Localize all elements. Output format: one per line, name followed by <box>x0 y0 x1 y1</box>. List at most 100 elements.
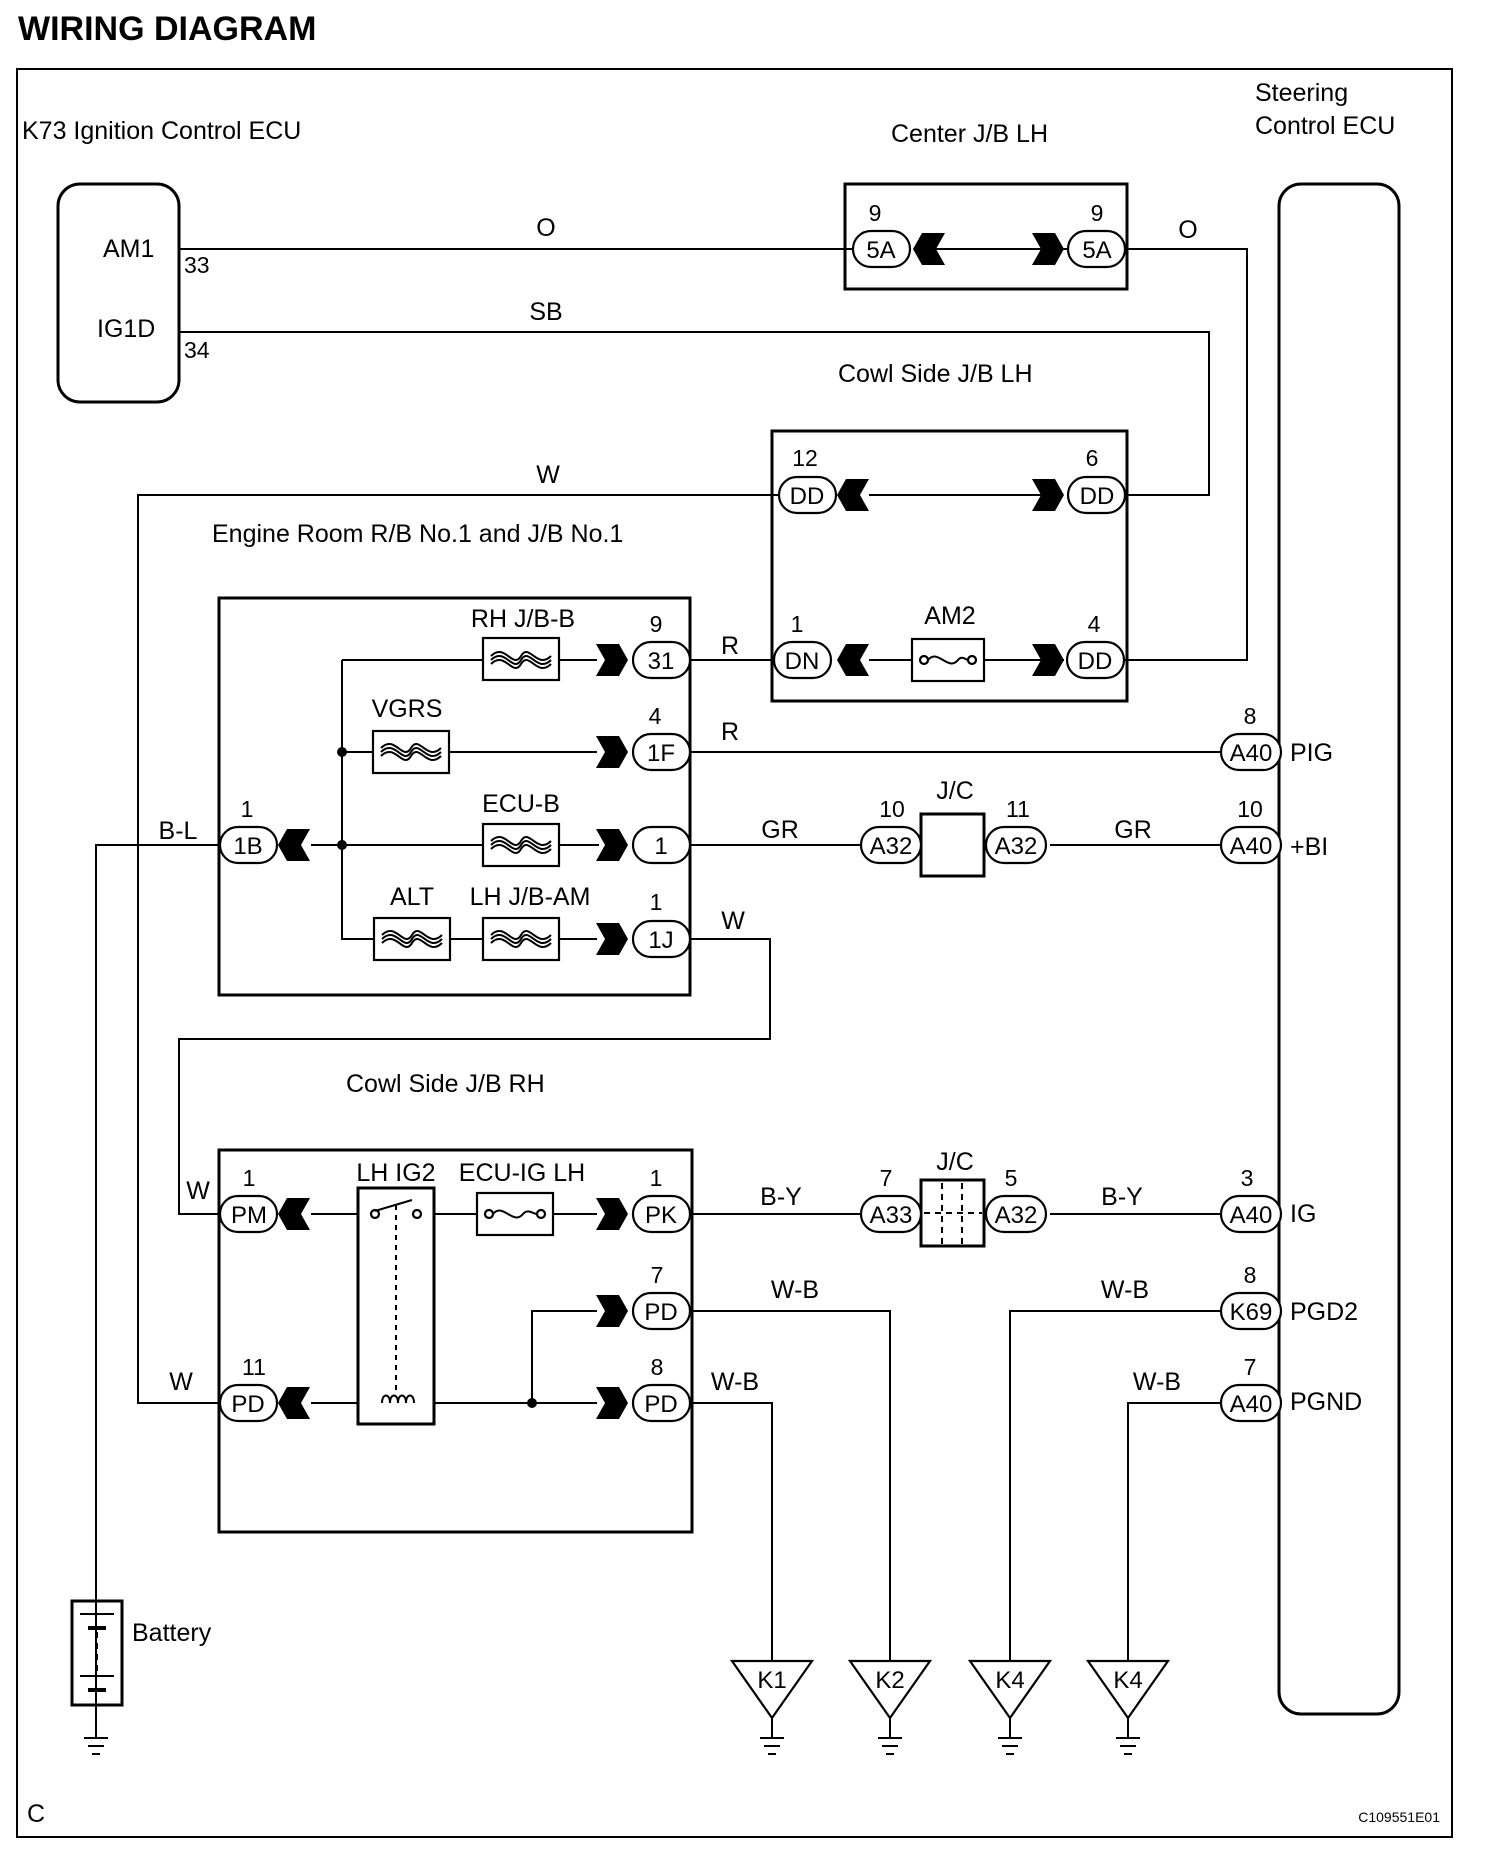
svg-text:A32: A32 <box>995 833 1038 860</box>
junction-label: J/C <box>936 1148 974 1176</box>
connector-dd-4: DD 4 <box>1032 611 1126 680</box>
svg-text:10: 10 <box>879 796 905 822</box>
fuse-lh-jb-am <box>481 916 561 962</box>
svg-text:5A: 5A <box>1082 237 1111 264</box>
svg-text:10: 10 <box>1237 796 1263 822</box>
wire-color-label: O <box>536 214 555 242</box>
ig1d-pin-number: 34 <box>184 337 210 363</box>
connector-pd-7: PD 7 <box>596 1262 692 1331</box>
connector-a40-8: A40 8 <box>1219 703 1283 772</box>
fuse-label: VGRS <box>372 695 443 723</box>
junction-connector <box>919 1178 986 1248</box>
bi-pin: +BI <box>1290 833 1328 861</box>
splice-dot <box>337 840 347 850</box>
svg-text:9: 9 <box>650 611 663 637</box>
connector-31: 31 9 <box>596 611 692 680</box>
svg-text:9: 9 <box>869 200 882 226</box>
pgnd-pin: PGND <box>1290 1388 1362 1416</box>
connector-a40-7: A40 7 <box>1219 1354 1283 1423</box>
svg-text:A40: A40 <box>1230 833 1273 860</box>
svg-text:7: 7 <box>880 1165 893 1191</box>
relay-lh-ig2 <box>356 1186 436 1426</box>
connector-dn-1: DN 1 <box>772 611 869 680</box>
junction-label: J/C <box>936 777 974 805</box>
cowl-jb-rh-label: Cowl Side J/B RH <box>346 1070 545 1098</box>
svg-text:12: 12 <box>792 445 818 471</box>
svg-text:11: 11 <box>242 1354 266 1380</box>
svg-text:PD: PD <box>644 1299 677 1326</box>
svg-text:4: 4 <box>1088 611 1101 637</box>
cowl-jb-lh-label: Cowl Side J/B LH <box>838 360 1033 388</box>
ground-point-k4: K4 <box>1085 1659 1171 1755</box>
am1-pin-name: AM1 <box>103 235 154 263</box>
svg-text:A40: A40 <box>1230 1202 1273 1229</box>
battery-label: Battery <box>132 1619 212 1647</box>
svg-text:8: 8 <box>1244 703 1257 729</box>
ground-icon <box>84 1737 108 1755</box>
connector-5a-right: 5A 9 <box>1032 200 1127 269</box>
ground-point-k1: K1 <box>729 1659 815 1755</box>
engine-room-box <box>217 596 692 997</box>
diagram-frame <box>16 68 1453 1838</box>
figure-id: C109551E01 <box>1358 1809 1440 1825</box>
svg-text:DD: DD <box>790 483 825 510</box>
connector-1f: 1F 4 <box>596 703 692 772</box>
wire-color-label: W <box>721 907 745 935</box>
fuse-label: ECU-B <box>482 790 560 818</box>
connector-a32-11: A32 11 <box>984 796 1048 865</box>
svg-text:1: 1 <box>243 1165 256 1191</box>
splice-dot <box>527 1398 537 1408</box>
junction-connector <box>919 812 986 878</box>
wire-color-label: W-B <box>711 1368 759 1396</box>
svg-text:1: 1 <box>654 833 667 860</box>
wire-color-label: SB <box>529 298 562 326</box>
center-jb-label: Center J/B LH <box>891 120 1048 148</box>
connector-dd-12: DD 12 <box>777 445 869 515</box>
connector-pk: PK 1 <box>596 1165 692 1234</box>
connector-1b: 1B 1 <box>218 796 310 865</box>
center-jb-box <box>843 182 1129 291</box>
svg-text:K1: K1 <box>757 1667 786 1694</box>
svg-text:11: 11 <box>1006 796 1030 822</box>
wire-color-label: O <box>1178 216 1197 244</box>
diagram-title: WIRING DIAGRAM <box>18 10 316 48</box>
fuse-am2 <box>910 637 986 683</box>
fuse-label: AM2 <box>924 602 975 630</box>
fuse-label: ECU-IG LH <box>459 1159 585 1187</box>
svg-text:DN: DN <box>785 648 820 675</box>
ig-pin: IG <box>1290 1200 1316 1228</box>
fuse-ecu-b <box>481 822 561 868</box>
wire-color-label: W-B <box>771 1276 819 1304</box>
svg-text:A32: A32 <box>870 833 913 860</box>
connector-dd-6: DD 6 <box>1032 445 1127 515</box>
wire-color-label: GR <box>761 816 799 844</box>
svg-text:4: 4 <box>649 703 662 729</box>
connector-5a-left: 5A 9 <box>851 200 945 269</box>
connector-pm: PM 1 <box>218 1165 310 1234</box>
steering-ecu-label-2: Control ECU <box>1255 112 1395 140</box>
wire-color-label: R <box>721 632 739 660</box>
page-letter: C <box>27 1800 45 1828</box>
svg-text:31: 31 <box>648 648 675 675</box>
svg-text:8: 8 <box>1244 1262 1257 1288</box>
fuse-label: ALT <box>390 883 434 911</box>
wire-color-label: B-Y <box>1101 1183 1143 1211</box>
svg-text:7: 7 <box>651 1262 664 1288</box>
svg-text:3: 3 <box>1241 1165 1254 1191</box>
svg-text:6: 6 <box>1086 445 1099 471</box>
ignition-ecu-label: K73 Ignition Control ECU <box>22 117 301 145</box>
fuse-vgrs <box>371 729 451 775</box>
svg-text:A40: A40 <box>1230 1391 1273 1418</box>
cowl-jb-rh-box <box>217 1148 694 1534</box>
svg-text:K4: K4 <box>1113 1667 1142 1694</box>
svg-text:1: 1 <box>241 796 254 822</box>
svg-text:1J: 1J <box>648 927 673 954</box>
steering-ecu-body <box>1277 182 1401 1716</box>
svg-text:9: 9 <box>1091 200 1104 226</box>
fuse-label: LH J/B-AM <box>470 883 591 911</box>
connector-pd-11: PD 11 <box>218 1354 310 1423</box>
connector-pd-8: PD 8 <box>596 1354 692 1423</box>
svg-text:1: 1 <box>650 1165 663 1191</box>
svg-text:PD: PD <box>231 1391 264 1418</box>
fuse-rh-jb-b <box>481 636 561 682</box>
